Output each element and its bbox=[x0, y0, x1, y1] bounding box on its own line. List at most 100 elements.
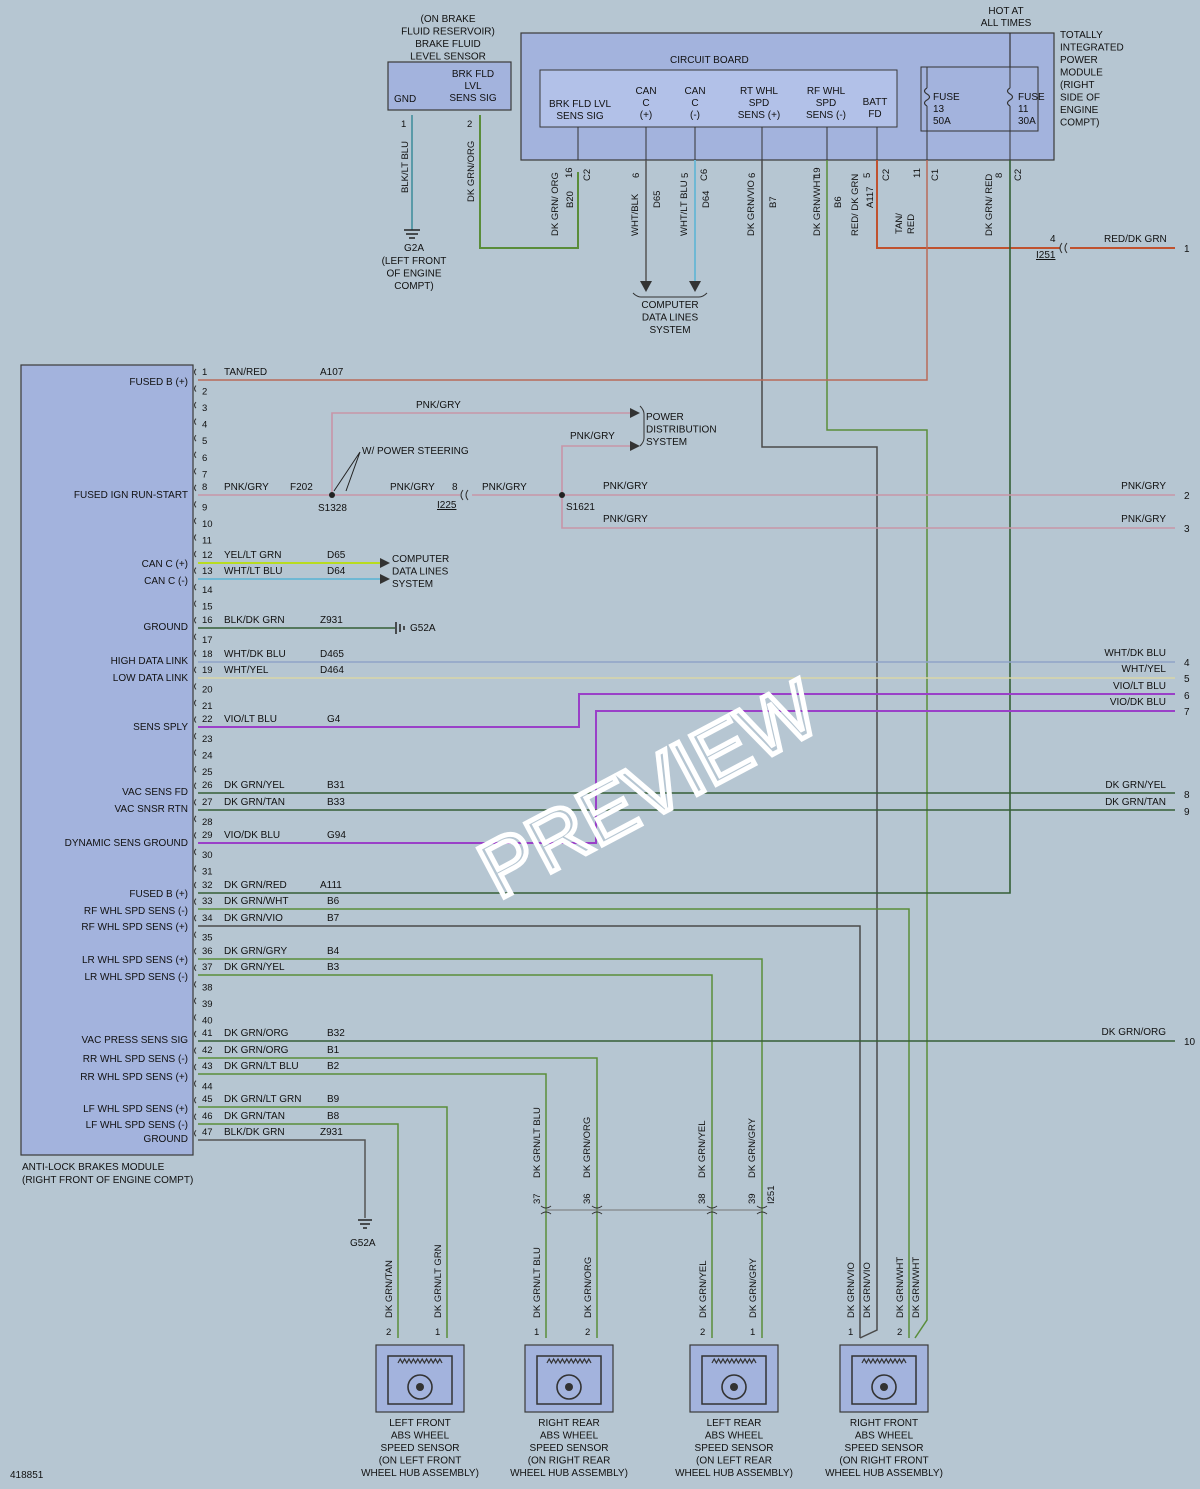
abs-pin-46: 46 bbox=[202, 1111, 213, 1122]
wire-dk-grn-tan-46 bbox=[198, 1123, 399, 1338]
pin-terminal-12 bbox=[194, 550, 197, 558]
sensor-pin-b-0: 1 bbox=[435, 1327, 440, 1338]
abs-wire-name-17: DK GRN/LT GRN bbox=[224, 1094, 301, 1105]
power-steering-pointer bbox=[333, 451, 361, 492]
abs-pin-45: 45 bbox=[202, 1094, 213, 1105]
abs-pin-39: 39 bbox=[202, 999, 213, 1010]
text-line: RF WHL bbox=[807, 86, 846, 97]
text-line: COMPT) bbox=[1060, 118, 1099, 129]
sensor-pin-a-1: 1 bbox=[534, 1327, 539, 1338]
abs-label-19: LF WHL SPD SENS (+) bbox=[83, 1104, 188, 1115]
abs-label-11: FUSED B (+) bbox=[129, 889, 188, 900]
tipm-wire-circuit-3: B7 bbox=[768, 196, 779, 208]
abs-wire-name-18: DK GRN/TAN bbox=[224, 1111, 285, 1122]
abs-pin-21: 21 bbox=[202, 701, 213, 712]
abs-pin-42: 42 bbox=[202, 1045, 213, 1056]
sensor-tone-wheel bbox=[556, 1374, 582, 1400]
s1621-label: S1621 bbox=[566, 502, 595, 513]
tipm-pin-2: 5 bbox=[680, 173, 691, 178]
text-line: (LEFT FRONT bbox=[382, 256, 447, 267]
text-line: TOTALLY bbox=[1060, 30, 1103, 41]
text-line: SPEED SENSOR bbox=[845, 1443, 924, 1454]
right-ref-number-4: 6 bbox=[1184, 691, 1190, 702]
red-dk-grn-connector: I251 bbox=[1036, 250, 1056, 261]
sensor-pin-b-2: 1 bbox=[750, 1327, 755, 1338]
right-ref-number-8: 10 bbox=[1184, 1037, 1196, 1048]
right-ref-label-7: DK GRN/TAN bbox=[1105, 797, 1166, 808]
tipm-wire-circuit-0: B20 bbox=[565, 191, 576, 208]
abs-label-1: FUSED IGN RUN-START bbox=[74, 490, 188, 501]
abs-wire-name-5: VIO/LT BLU bbox=[224, 714, 277, 725]
text-line: 50A bbox=[933, 116, 951, 127]
text-line: SPD bbox=[749, 98, 770, 109]
text-line: SPEED SENSOR bbox=[381, 1443, 460, 1454]
pin-terminal-8 bbox=[194, 484, 197, 492]
wire-dk-grn-yel-37 bbox=[198, 974, 713, 1338]
text-line: ABS WHEEL bbox=[855, 1431, 914, 1442]
ground-g2a-label: G2A bbox=[404, 243, 424, 254]
text-line: OF ENGINE bbox=[386, 269, 441, 280]
pnk-branch-s1621-b bbox=[561, 495, 1175, 529]
sensor-box bbox=[375, 1344, 465, 1413]
abs-pin-20: 20 bbox=[202, 684, 213, 695]
pin-terminal-27 bbox=[194, 798, 197, 806]
text-line: 30A bbox=[1018, 116, 1036, 127]
pin-terminal-37 bbox=[194, 964, 197, 972]
pnk-branch-s1621 bbox=[561, 445, 630, 495]
pnkgry-label-a: PNK/GRY bbox=[390, 482, 435, 493]
pin-terminal-4 bbox=[194, 418, 197, 426]
text-line: SPD bbox=[816, 98, 837, 109]
pin-terminal-39 bbox=[194, 997, 197, 1005]
pin1-wire-name: TAN/RED bbox=[224, 367, 267, 378]
i251-pin-37: 37 bbox=[532, 1193, 543, 1204]
abs-wire-name-13: DK GRN/YEL bbox=[224, 962, 285, 973]
tipm-pin-6: 11 bbox=[912, 168, 923, 178]
i251-upper-wire-2: DK GRN/YEL bbox=[697, 1120, 708, 1178]
right-ref-label-2: WHT/DK BLU bbox=[1104, 648, 1166, 659]
sensor-tone-wheel bbox=[871, 1374, 897, 1400]
sensor-coil bbox=[397, 1357, 443, 1365]
abs-pin-10: 10 bbox=[202, 519, 213, 530]
abs-wire-name-11: DK GRN/VIO bbox=[224, 913, 283, 924]
i225-pin: 8 bbox=[452, 482, 458, 493]
pin-terminal-45 bbox=[194, 1096, 197, 1104]
abs-pin-32: 32 bbox=[202, 880, 213, 891]
circuit-board-inner-box bbox=[539, 69, 898, 128]
text-line: (ON BRAKE bbox=[420, 14, 475, 25]
pin-terminal-23 bbox=[194, 732, 197, 740]
abs-wire-circuit-3: D465 bbox=[320, 649, 344, 660]
right-ref-label-3: WHT/YEL bbox=[1122, 664, 1167, 675]
pin-terminal-43 bbox=[194, 1063, 197, 1071]
abs-pin-43: 43 bbox=[202, 1061, 213, 1072]
pnk-branch-ps bbox=[331, 412, 630, 495]
abs-label-5: HIGH DATA LINK bbox=[111, 656, 189, 667]
sensor-hub bbox=[730, 1383, 738, 1391]
ground-symbol-g2a bbox=[404, 229, 420, 239]
arrow-can-2 bbox=[380, 574, 390, 584]
abs-pin-19: 19 bbox=[202, 665, 213, 676]
ground-symbol-g52a-b bbox=[358, 1219, 372, 1229]
text-line: LEFT FRONT bbox=[389, 1418, 450, 1429]
pnkgry-label-c: PNK/GRY bbox=[416, 400, 461, 411]
pin-terminal-47 bbox=[194, 1129, 197, 1137]
abs-wire-circuit-1: D64 bbox=[327, 566, 346, 577]
abs-pin-30: 30 bbox=[202, 850, 213, 861]
abs-pin-26: 26 bbox=[202, 780, 213, 791]
abs-label-2: CAN C (+) bbox=[142, 559, 188, 570]
abs-pin-27: 27 bbox=[202, 797, 213, 808]
i251-pin-39: 39 bbox=[747, 1193, 758, 1204]
text-line: SENS (+) bbox=[738, 110, 781, 121]
computer-data-lines-bracket bbox=[632, 292, 708, 298]
